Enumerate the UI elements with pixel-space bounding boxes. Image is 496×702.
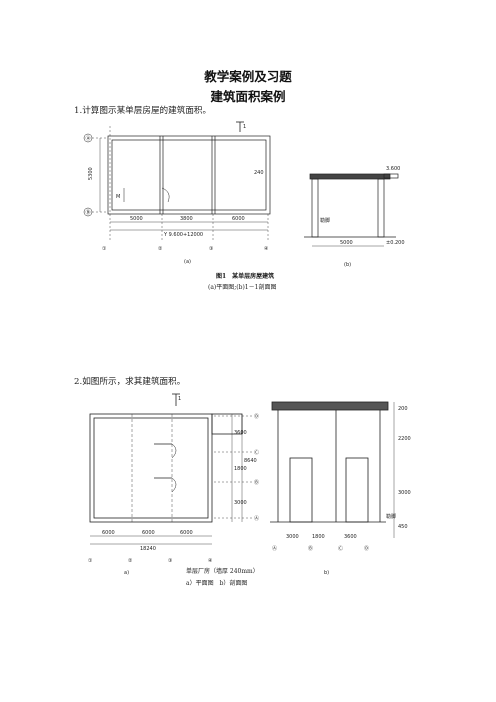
figure-1-subcaption: (a)平面图;(b)1－1剖面图: [208, 284, 277, 291]
dim-total: Y 9.600+12000: [163, 232, 203, 238]
dim-2: 3800: [180, 216, 193, 222]
axis-y-a: Ⓐ: [254, 515, 259, 522]
dim-b-side: ±0.200: [386, 240, 405, 246]
height-3: 3000: [398, 490, 411, 496]
question-1: 1.计算图示某单层房屋的建筑面积。: [74, 106, 212, 116]
axis-a-label: Ⓐ: [86, 135, 91, 142]
height-4: 450: [398, 524, 408, 530]
axis-b-b: Ⓑ: [308, 545, 313, 552]
dim-b-bottom: 5000: [340, 240, 353, 246]
dim-x-3: 6000: [180, 530, 193, 536]
dim-b-1: 3000: [286, 534, 299, 540]
figure-2b-section: 200 2200 3000 450 勒脚 3000 1800 3600 Ⓐ Ⓑ …: [270, 401, 411, 576]
height-2: 2200: [398, 436, 411, 442]
figure-1b-section: 3.600 勒脚 5000 ±0.200 (b): [304, 166, 405, 268]
elevation-label: 3.600: [386, 166, 400, 172]
axis-b-d: Ⓓ: [364, 545, 369, 552]
dim-3: 6000: [232, 216, 245, 222]
axis-y-d: Ⓓ: [254, 413, 259, 420]
dim-b-3: 3600: [344, 534, 357, 540]
dim-y-2: 1800: [234, 466, 247, 472]
axis-y-b: Ⓑ: [254, 479, 259, 486]
axis-3: ③: [209, 246, 213, 252]
dim-y-total: 8640: [244, 458, 257, 464]
section-mark-2: 1: [178, 396, 181, 402]
figure-1b-label: (b): [344, 262, 351, 268]
dim-y-1: 3000: [234, 500, 247, 506]
figure-2a-plan: 1 6000 6000 6000 18240 3000 1800 3600 86…: [88, 393, 259, 576]
figure-1-caption: 图1 某单层房屋建筑: [216, 273, 275, 280]
figure-2-caption: 单层厂房（墙厚 240mm）: [186, 568, 259, 575]
dim-b-2: 1800: [312, 534, 325, 540]
axis-y-c: Ⓒ: [254, 449, 259, 456]
figure-2a-label: a): [124, 570, 129, 576]
document-title: 教学案例及习题: [204, 69, 292, 84]
dim-y-3: 3600: [234, 430, 247, 436]
figure-1a-plan: Ⓐ Ⓑ 5000 3800 6000 Y 9.600+12000 5300 24…: [83, 121, 271, 265]
dim-wall: 240: [254, 170, 264, 176]
axis-b-label: Ⓑ: [86, 209, 91, 216]
question-2: 2.如图所示，求其建筑面积。: [74, 377, 186, 387]
axis-2: ②: [158, 246, 163, 252]
dim-1: 5000: [130, 216, 143, 222]
figure-1a-label: (a): [184, 259, 191, 265]
axis-1: ①: [102, 246, 107, 252]
plinth-note: 勒脚: [320, 217, 330, 224]
section-mark: 1: [243, 124, 246, 130]
document-subtitle: 建筑面积案例: [210, 89, 286, 104]
dim-x-total: 18240: [140, 546, 156, 552]
dim-vertical: 5300: [88, 167, 94, 180]
axis-x-4: ④: [208, 558, 213, 564]
axis-b-a: Ⓐ: [272, 545, 277, 552]
figure-2-subcaption: a）平面图 b）剖面图: [186, 580, 248, 587]
height-1: 200: [398, 406, 408, 412]
dim-x-1: 6000: [102, 530, 115, 536]
door-mark: M: [116, 194, 120, 200]
axis-x-3: ③: [168, 558, 172, 564]
axis-b-c: Ⓒ: [338, 545, 343, 552]
axis-x-1: ①: [88, 558, 93, 564]
axis-4: ④: [264, 246, 269, 252]
axis-x-2: ②: [128, 558, 133, 564]
dim-x-2: 6000: [142, 530, 155, 536]
figure-2b-label: b): [324, 570, 329, 576]
plinth-note-2: 勒脚: [386, 513, 396, 520]
